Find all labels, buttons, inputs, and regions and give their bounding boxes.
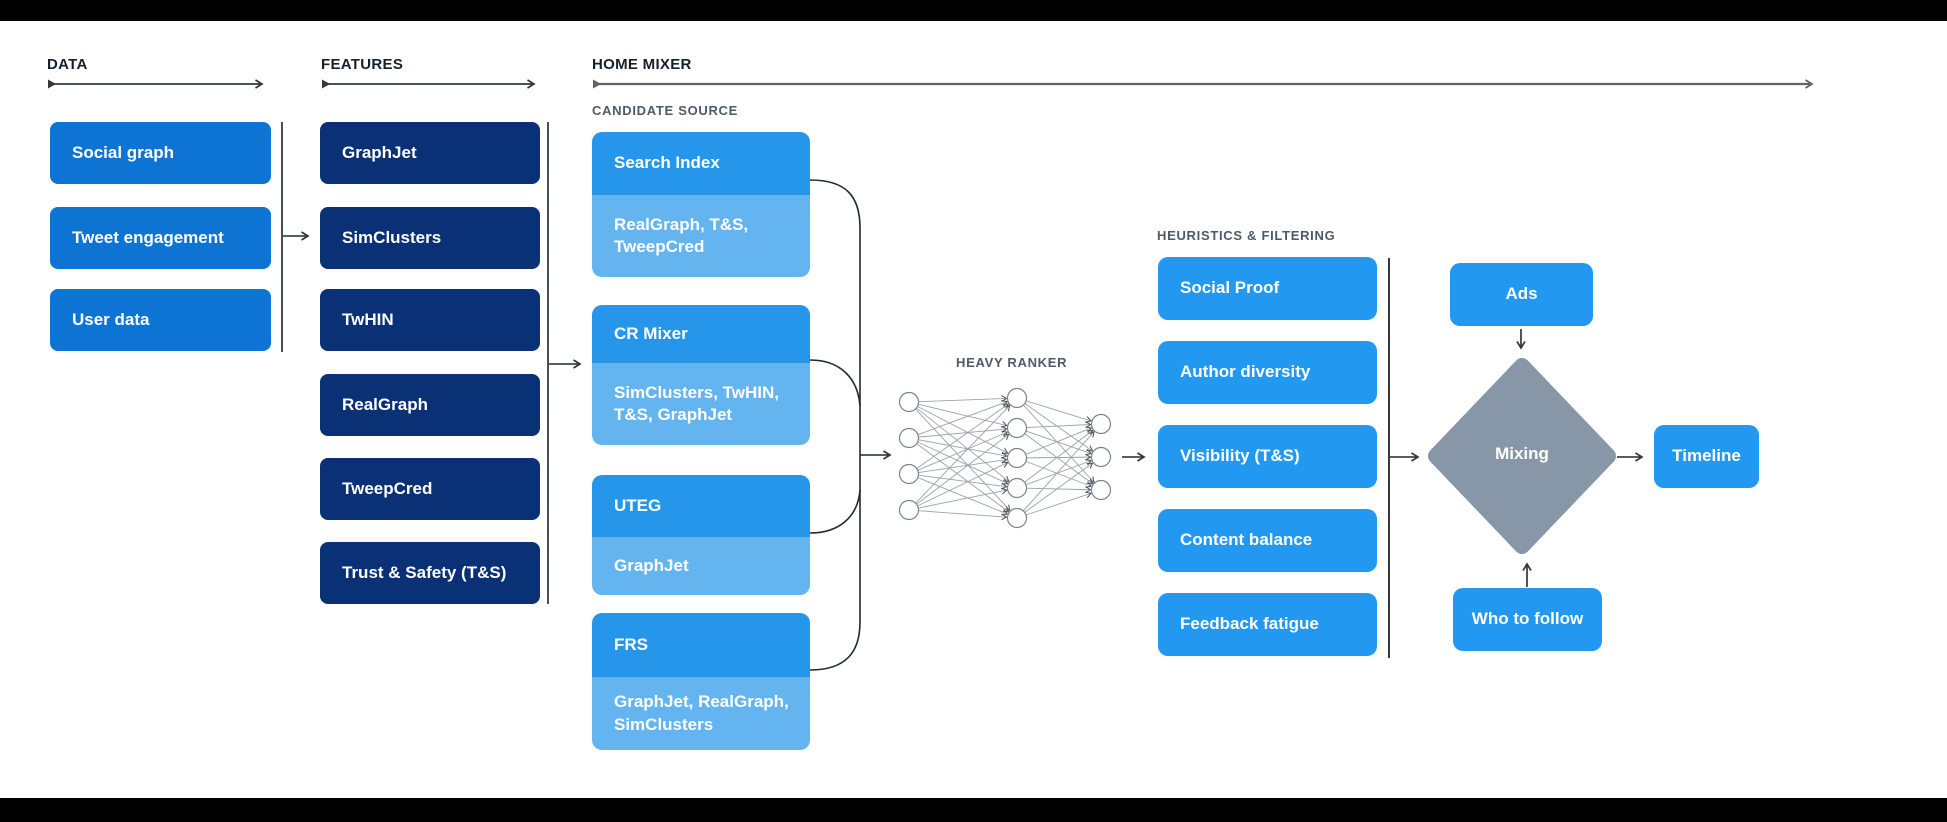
section-header-data: DATA <box>47 56 88 73</box>
feature-box-trust-safety: Trust & Safety (T&S) <box>320 542 540 604</box>
who-to-follow-box: Who to follow <box>1453 588 1602 651</box>
feature-box-tweepcred: TweepCred <box>320 458 540 520</box>
feature-box-realgraph: RealGraph <box>320 374 540 436</box>
candidate-title-uteg: UTEG <box>592 475 810 537</box>
heavy-ranker-neural-network <box>898 387 1112 529</box>
candidate-merge-curves <box>809 179 861 671</box>
curve-uteg <box>809 489 861 534</box>
flow-arrows <box>283 231 1644 587</box>
data-box-social-graph: Social graph <box>50 122 271 184</box>
curve-frs <box>809 621 861 671</box>
curve-cr-mixer <box>809 359 861 407</box>
candidate-sources-frs: GraphJet, RealGraph, SimClusters <box>592 677 810 750</box>
mixing-diamond-label: Mixing <box>1495 444 1549 463</box>
section-header-features: FEATURES <box>321 56 404 73</box>
heuristic-box-visibility: Visibility (T&S) <box>1158 425 1377 488</box>
mixing-diamond-shape <box>1428 358 1616 554</box>
feature-box-graphjet: GraphJet <box>320 122 540 184</box>
label-heuristics-filtering: HEURISTICS & FILTERING <box>1157 228 1336 243</box>
data-box-user-data: User data <box>50 289 271 351</box>
bottom-black-bar <box>0 798 1947 822</box>
label-candidate-source: CANDIDATE SOURCE <box>592 103 739 118</box>
heuristic-box-social-proof: Social Proof <box>1158 257 1377 320</box>
heuristic-box-content-balance: Content balance <box>1158 509 1377 572</box>
candidate-sources-search-index: RealGraph, T&S, TweepCred <box>592 195 810 277</box>
feature-box-simclusters: SimClusters <box>320 207 540 269</box>
section-header-home-mixer: HOME MIXER <box>592 56 692 73</box>
candidate-title-cr-mixer: CR Mixer <box>592 305 810 363</box>
heuristic-box-author-diversity: Author diversity <box>1158 341 1377 404</box>
candidate-sources-cr-mixer: SimClusters, TwHIN, T&S, GraphJet <box>592 363 810 445</box>
curve-search-index <box>809 179 861 229</box>
top-black-bar <box>0 0 1947 21</box>
heuristic-box-feedback-fatigue: Feedback fatigue <box>1158 593 1377 656</box>
candidate-title-frs: FRS <box>592 613 810 677</box>
candidate-title-search-index: Search Index <box>592 132 810 195</box>
ads-box: Ads <box>1450 263 1593 326</box>
candidate-sources-uteg: GraphJet <box>592 537 810 595</box>
data-box-tweet-engagement: Tweet engagement <box>50 207 271 269</box>
label-heavy-ranker: HEAVY RANKER <box>956 355 1068 370</box>
feature-box-twhin: TwHIN <box>320 289 540 351</box>
timeline-box: Timeline <box>1654 425 1759 488</box>
